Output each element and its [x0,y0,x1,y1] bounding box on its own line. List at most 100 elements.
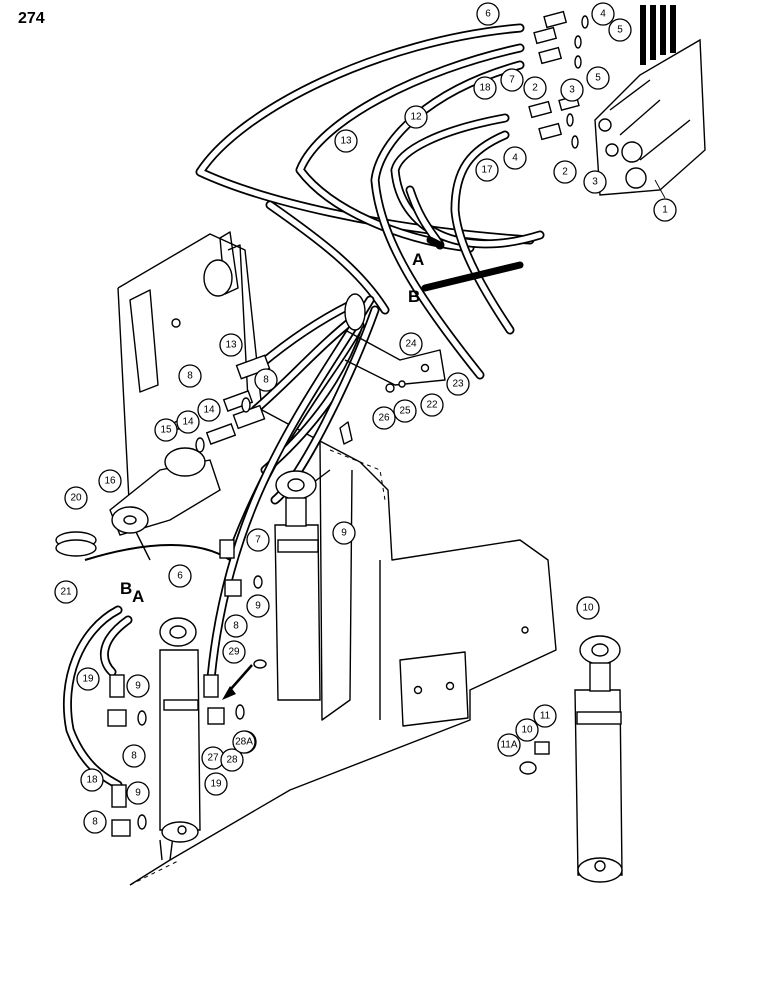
valve-fittings [528,10,589,149]
callout-18b: 18 [80,768,104,792]
svg-text:12: 12 [410,112,422,123]
callout-6b: 6 [168,564,192,588]
connector-letters: A B B A [120,250,424,606]
svg-text:17: 17 [481,165,493,176]
callout-12: 11A [497,733,521,757]
callout-10a: 9 [332,521,356,545]
svg-text:9: 9 [341,528,347,539]
callout-8a: 8 [178,364,202,388]
tilt-cylinder [109,447,221,536]
callout-20: 19 [204,772,228,796]
lower-hoses [62,544,231,790]
loader-frame [117,231,557,886]
callout-3b: 3 [583,170,607,194]
callout-14a: 13 [334,129,358,153]
svg-text:11: 11 [540,711,551,722]
svg-text:14: 14 [182,417,194,428]
svg-text:8: 8 [92,817,98,828]
svg-text:9: 9 [135,681,141,692]
svg-text:22: 22 [426,400,438,411]
callout-26: 25 [393,399,417,423]
svg-text:6: 6 [485,9,491,20]
svg-text:3: 3 [592,177,598,188]
callout-11: 10 [515,718,539,742]
callout-24: 23 [446,372,470,396]
callout-15: 14 [176,410,200,434]
callout-21: 20 [64,486,88,510]
svg-text:5: 5 [617,25,623,36]
callout-18a: 17 [475,158,499,182]
callout-4b: 4 [503,146,527,170]
connector-b-upper: B [408,287,420,306]
svg-text:18: 18 [86,775,98,786]
svg-text:19: 19 [82,674,94,685]
svg-text:13: 13 [225,340,237,351]
svg-text:18: 18 [479,83,491,94]
callout-10b: 10 [576,596,600,620]
callout-19b: 19 [76,667,100,691]
svg-text:10: 10 [582,603,594,614]
callout-3a: 3 [560,78,584,102]
callout-9a: 8 [254,368,278,392]
callout-16: 15 [154,418,178,442]
lift-cylinder-right [519,635,623,883]
callout-28a: 28 [220,748,244,772]
svg-text:28A: 28A [235,737,253,748]
callout-14b: 14 [197,398,221,422]
callout-13b: 13 [219,333,243,357]
svg-text:24: 24 [405,339,417,350]
svg-text:8: 8 [131,751,137,762]
svg-text:25: 25 [399,406,411,417]
svg-text:2: 2 [532,83,538,94]
callout-29: 28A [232,730,256,754]
svg-text:4: 4 [600,9,606,20]
svg-text:15: 15 [160,425,172,436]
upper-hoses [195,23,545,380]
svg-text:6: 6 [177,571,183,582]
lift-cylinder-left [159,617,201,843]
callout-11a: 11 [533,704,557,728]
svg-text:5: 5 [595,73,601,84]
svg-text:23: 23 [452,379,464,390]
callout-9d: 9 [126,781,150,805]
callout-7b: 7 [246,528,270,552]
connector-a-upper: A [412,250,424,269]
svg-text:28: 28 [226,755,238,766]
callout-1: 1 [653,179,677,222]
svg-text:27: 27 [207,753,219,764]
misc-fittings [55,354,430,837]
svg-text:16: 16 [104,476,116,487]
svg-text:7: 7 [255,535,261,546]
connector-b-lower: B [120,579,132,598]
callout-9c: 9 [126,674,150,698]
callout-8d: 8 [83,810,107,834]
svg-text:10: 10 [521,725,533,736]
svg-text:4: 4 [512,153,518,164]
svg-text:14: 14 [203,405,215,416]
callout-23: 22 [420,393,444,417]
callout-27: 26 [372,406,396,430]
connector-a-lower: A [132,587,144,606]
svg-text:2: 2 [562,167,568,178]
callout-19a: 18 [473,76,497,100]
svg-text:20: 20 [70,493,82,504]
svg-text:26: 26 [378,413,390,424]
callout-4a: 4 [591,2,615,26]
callout-5a: 5 [608,18,632,42]
callout-22: 21 [54,580,78,604]
svg-text:7: 7 [509,75,515,86]
callout-2b: 2 [553,160,577,184]
svg-text:19: 19 [210,779,222,790]
callout-30: 29 [222,640,246,664]
callout-8b: 8 [224,614,248,638]
callouts: 1 2 2 3 3 4 4 5 5 6 6 7 7 8 8 8 8 8 9 9 … [54,2,677,834]
svg-text:8: 8 [187,371,193,382]
callout-9b: 9 [246,594,270,618]
lift-cylinder-center [274,470,321,701]
callout-8c: 8 [122,744,146,768]
callout-2a: 2 [523,76,547,100]
callout-17: 16 [98,469,122,493]
hose-bundle [205,236,524,695]
svg-text:3: 3 [569,85,575,96]
